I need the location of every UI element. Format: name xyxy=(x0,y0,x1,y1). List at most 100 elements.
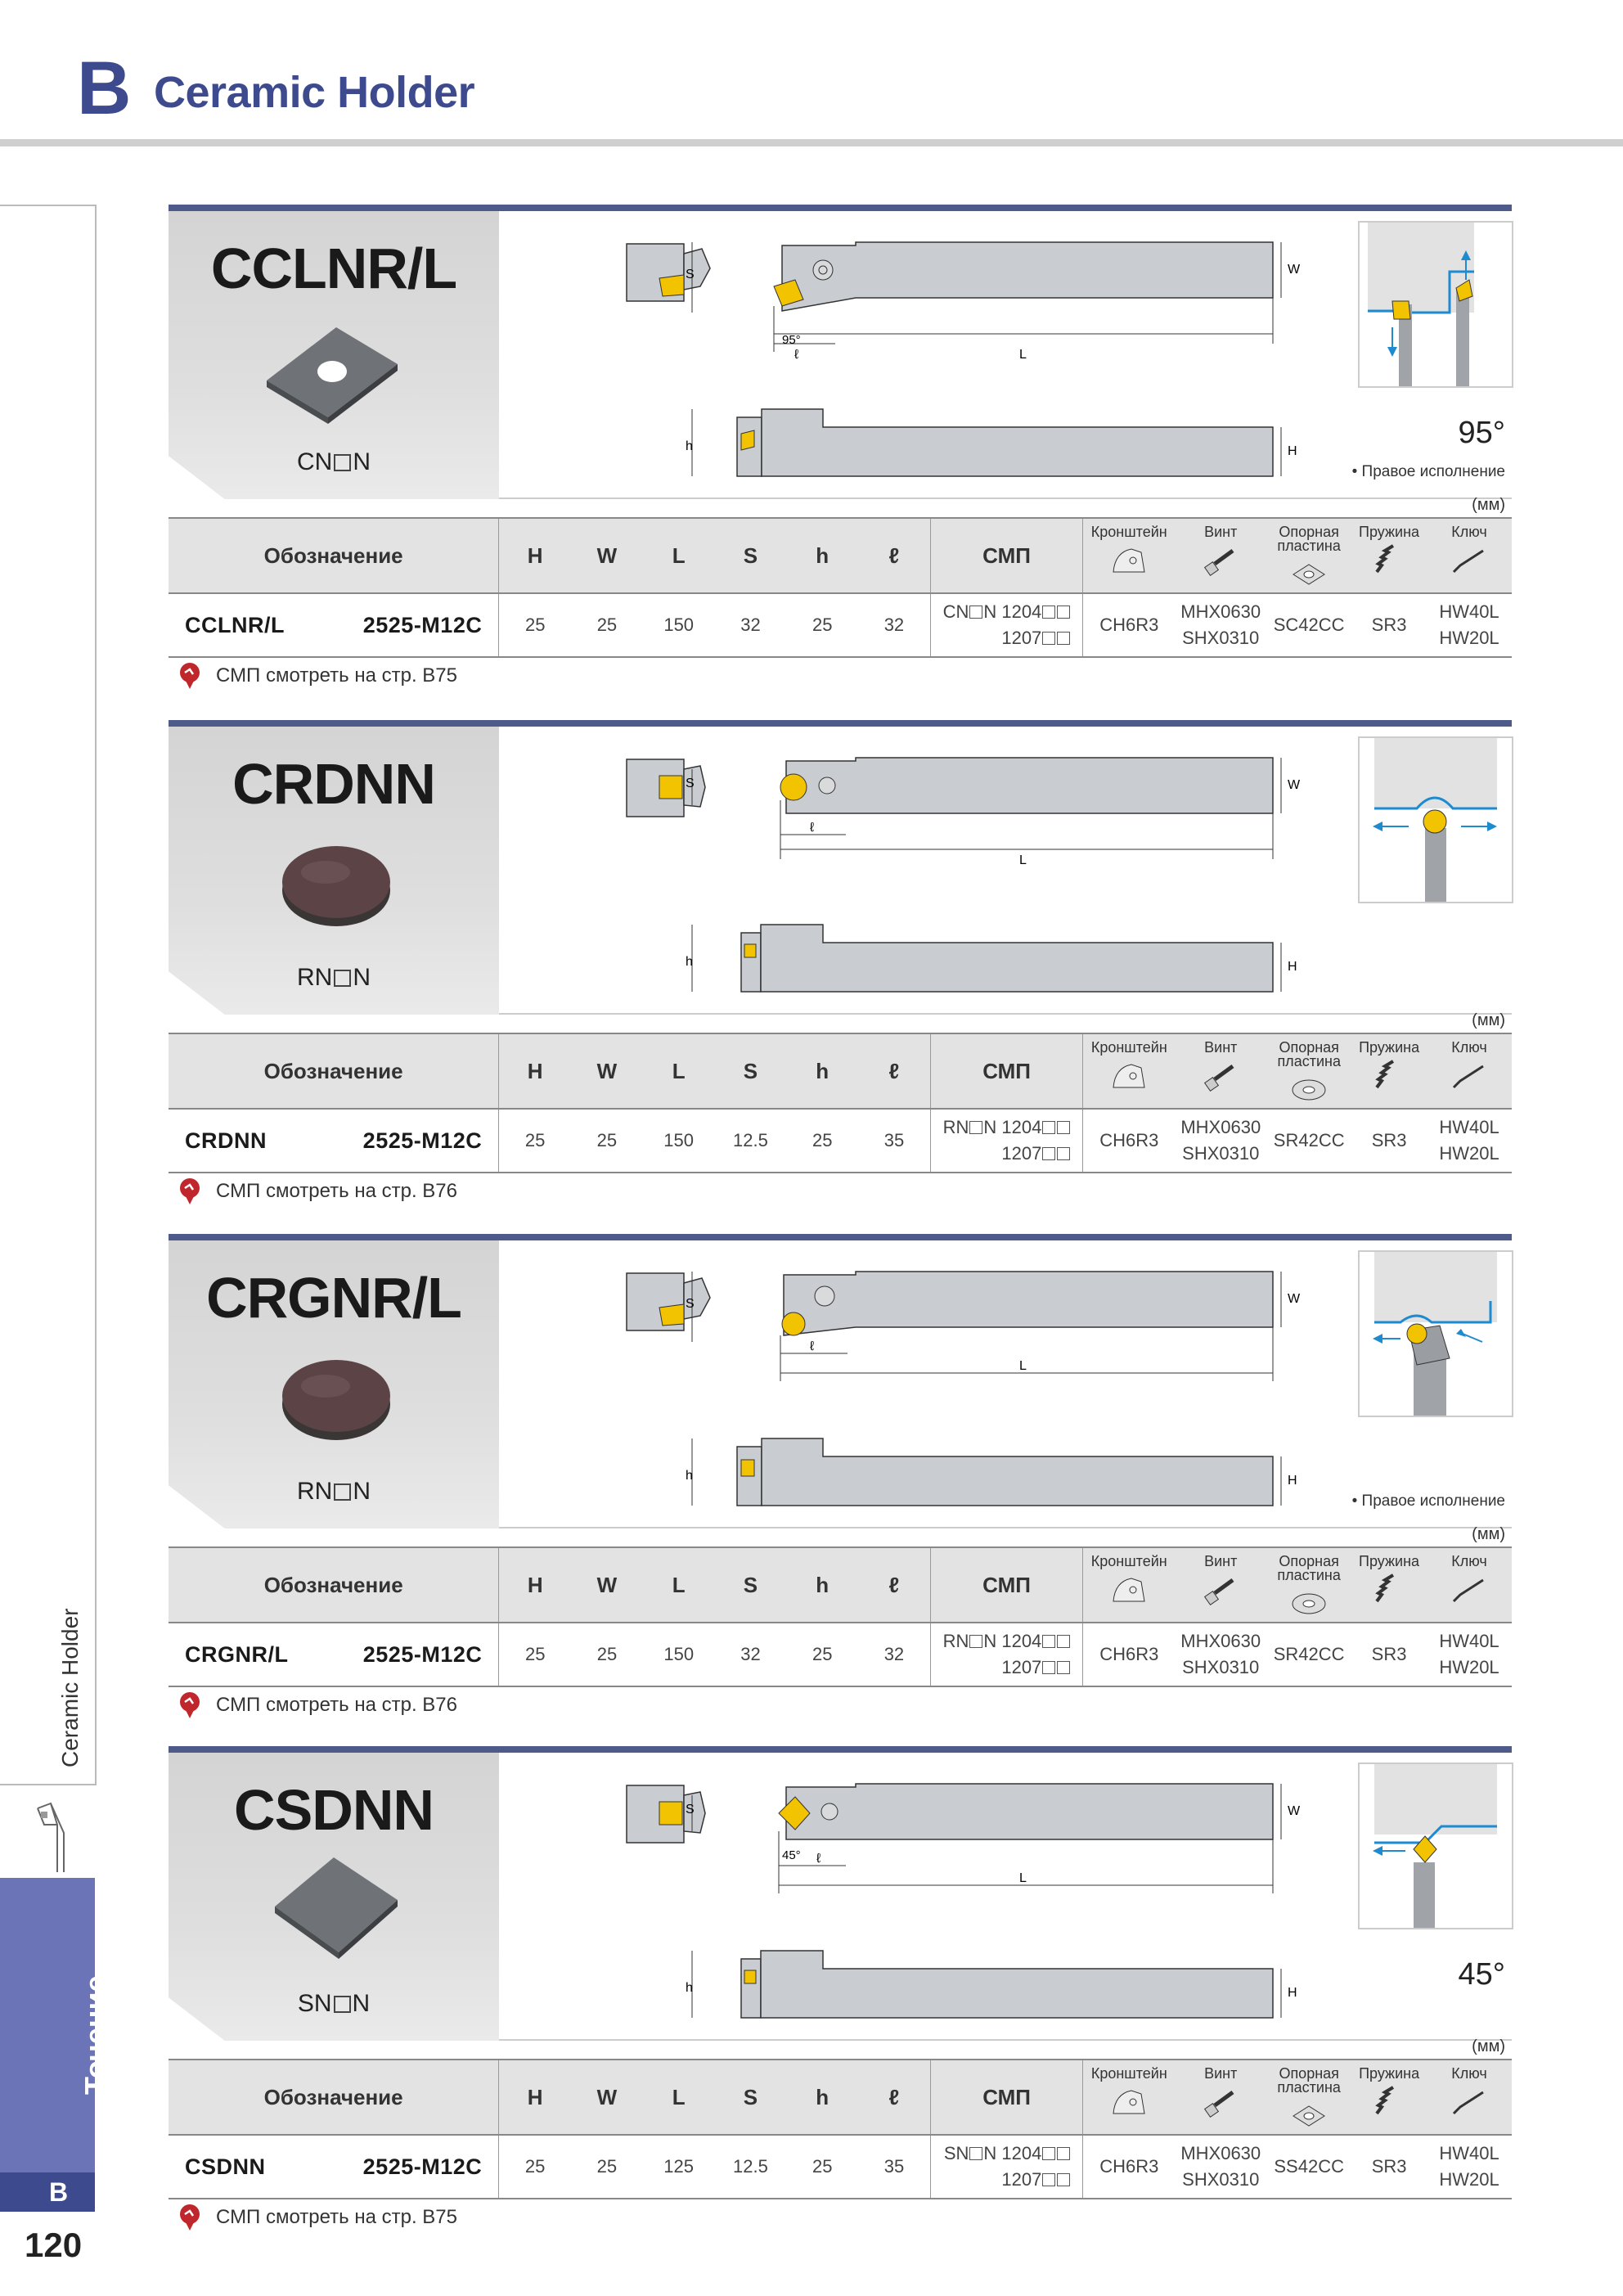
holder-drawing: S W ℓ L h H xyxy=(626,757,1301,993)
row-name: CSDNN xyxy=(185,2154,266,2179)
col-L: L xyxy=(642,517,715,594)
dim-s-label: S xyxy=(686,268,695,281)
cell-L: 150 xyxy=(642,593,715,658)
col-H: H xyxy=(498,1033,571,1110)
note-page-ref[interactable]: B76 xyxy=(422,1694,457,1716)
turning-tab-label: Точение xyxy=(79,1975,112,2095)
cell-h: 25 xyxy=(786,2135,859,2199)
note-page-ref[interactable]: B75 xyxy=(422,2206,457,2228)
cell-h: 25 xyxy=(786,593,859,658)
insert-reference-note: СМП смотреть на стр. B75 xyxy=(177,2203,457,2232)
cell-S: 12.5 xyxy=(714,1109,787,1173)
units-label: (мм) xyxy=(1472,1011,1505,1029)
col-key: Ключ xyxy=(1427,2059,1512,2136)
approach-angle: 95° xyxy=(1458,416,1505,450)
bracket-icon xyxy=(1113,1064,1145,1088)
col-bracket: Кронштейн xyxy=(1082,517,1176,594)
sidebar-rule xyxy=(95,205,97,1784)
page-title: Ceramic Holder xyxy=(154,68,475,117)
cell-W: 25 xyxy=(571,1623,643,1687)
turning-tab[interactable] xyxy=(0,1878,95,2172)
col-h: h xyxy=(786,1033,859,1110)
row-name: CCLNR/L xyxy=(185,612,285,637)
holder-drawing: S W ℓ L 95° h H xyxy=(626,241,1301,477)
col-bracket: Кронштейн xyxy=(1082,1546,1176,1623)
col-smp: СМП xyxy=(929,2059,1083,2136)
cell-seat: SC42CC xyxy=(1266,593,1352,658)
spring-icon xyxy=(1375,1573,1395,1603)
product-code: CRDNN xyxy=(232,752,436,816)
panel-divider xyxy=(499,1013,1512,1015)
insert-reference-note: СМП смотреть на стр. B76 xyxy=(177,1177,457,1206)
note-page-ref[interactable]: B75 xyxy=(422,664,457,687)
holder-drawing: S W ℓ L h H xyxy=(626,1271,1301,1506)
col-L: L xyxy=(642,1033,715,1110)
pin-icon xyxy=(180,663,200,689)
cell-S: 12.5 xyxy=(714,2135,787,2199)
panel-divider xyxy=(499,497,1512,499)
cell-seat: SS42CC xyxy=(1266,2135,1352,2199)
col-W: W xyxy=(571,1546,643,1623)
table-header-row: Обозначение H W L S h ℓ СМП Кронштейн Ви… xyxy=(169,2059,1512,2136)
col-l: ℓ xyxy=(858,1033,931,1110)
insert-reference-note: СМП смотреть на стр. B76 xyxy=(177,1690,457,1720)
row-size: 2525-M12C xyxy=(362,2154,483,2179)
operation-diagram xyxy=(1358,1250,1513,1417)
cell-S: 32 xyxy=(714,1623,787,1687)
product-code: CSDNN xyxy=(234,1778,434,1842)
col-key: Ключ xyxy=(1427,1033,1512,1110)
note-page-ref[interactable]: B76 xyxy=(422,1180,457,1202)
dim-h-label: h xyxy=(686,1469,693,1483)
dim-l-small-label: ℓ xyxy=(810,1339,814,1353)
cell-l: 32 xyxy=(858,1623,931,1687)
section-b-tab[interactable]: B xyxy=(0,2172,95,2212)
section-rule xyxy=(169,720,1512,727)
screw-icon xyxy=(1204,548,1234,577)
cell-S: 32 xyxy=(714,593,787,658)
col-W: W xyxy=(571,1033,643,1110)
spec-table: Обозначение H W L S h ℓ СМП Кронштейн Ви… xyxy=(169,517,1512,658)
operation-diagram xyxy=(1358,221,1513,388)
cell-seat: SR42CC xyxy=(1266,1109,1352,1173)
dim-H-label: H xyxy=(1288,1986,1297,2000)
col-bracket: Кронштейн xyxy=(1082,1033,1176,1110)
spec-table: Обозначение H W L S h ℓ СМП Кронштейн Ви… xyxy=(169,2059,1512,2199)
panel-divider xyxy=(499,2039,1512,2041)
bracket-icon xyxy=(1113,548,1145,573)
sidebar-section-label: Ceramic Holder xyxy=(57,1608,83,1768)
col-H: H xyxy=(498,2059,571,2136)
cell-H: 25 xyxy=(498,593,572,658)
col-S: S xyxy=(714,517,787,594)
dim-w-label: W xyxy=(1288,778,1301,792)
holder-drawing: S W 45° ℓ L h H xyxy=(626,1783,1301,2019)
spec-table: Обозначение H W L S h ℓ СМП Кронштейн Ви… xyxy=(169,1033,1512,1173)
col-designation: Обозначение xyxy=(169,2059,499,2136)
spring-icon xyxy=(1375,1060,1395,1089)
units-label: (мм) xyxy=(1472,496,1505,514)
col-h: h xyxy=(786,1546,859,1623)
sidebar-bottom-rule xyxy=(0,1784,97,1785)
cell-l: 35 xyxy=(858,2135,931,2199)
bracket-icon xyxy=(1113,1578,1145,1602)
units-label: (мм) xyxy=(1472,2037,1505,2055)
col-S: S xyxy=(714,1546,787,1623)
col-key: Ключ xyxy=(1427,517,1512,594)
section-rule xyxy=(169,1234,1512,1240)
screw-icon xyxy=(1204,2090,1234,2118)
key-icon xyxy=(1452,1578,1484,1603)
col-smp: СМП xyxy=(929,517,1083,594)
col-spring: Пружина xyxy=(1351,517,1427,594)
dim-w-label: W xyxy=(1288,1292,1301,1306)
spec-table: Обозначение H W L S h ℓ СМП Кронштейн Ви… xyxy=(169,1546,1512,1687)
cell-L: 150 xyxy=(642,1623,715,1687)
cell-spring: SR3 xyxy=(1351,1623,1427,1687)
cell-h: 25 xyxy=(786,1623,859,1687)
